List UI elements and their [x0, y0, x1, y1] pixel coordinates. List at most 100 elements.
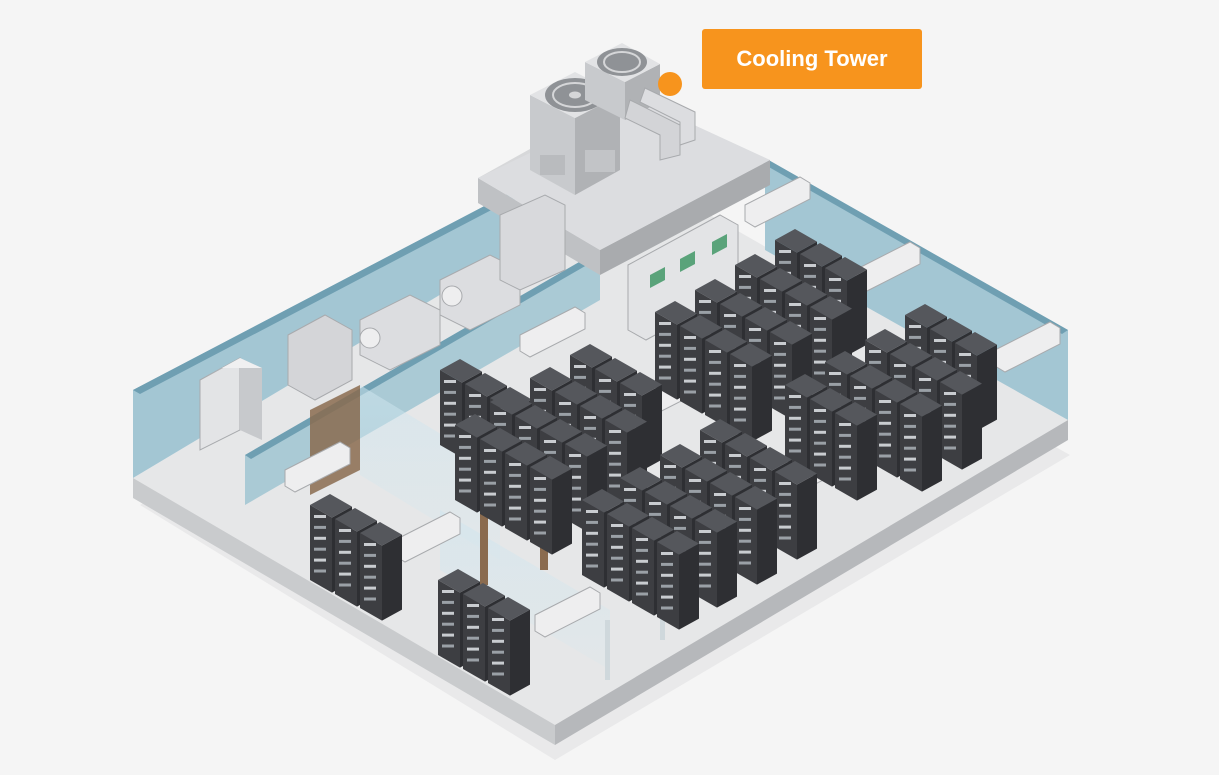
rack-slot	[661, 595, 673, 599]
rack-top	[760, 268, 802, 292]
rack-slot	[879, 410, 891, 414]
rack-side	[510, 609, 530, 696]
rack-slot	[586, 553, 598, 557]
rack-slot	[467, 625, 479, 629]
rack-top	[900, 393, 942, 417]
rack-slot	[659, 343, 671, 347]
rack-top	[580, 395, 622, 419]
rack-slot	[611, 578, 623, 582]
rack-top	[505, 442, 547, 466]
rack-slot	[734, 407, 746, 411]
rack-slot	[709, 360, 721, 364]
rack-slot	[709, 404, 721, 408]
rack-slot	[494, 422, 506, 426]
rack-slot	[534, 487, 546, 491]
rack-slot	[469, 404, 481, 408]
rack-slot	[739, 275, 751, 278]
cooling-tower[interactable]	[530, 43, 696, 195]
rack-slot	[659, 354, 671, 358]
rack-slot	[699, 300, 711, 303]
rack-slot	[649, 512, 661, 516]
rack-slot	[459, 478, 471, 482]
rack-slot	[814, 463, 826, 467]
rack-top	[770, 321, 812, 345]
rack-slot	[444, 412, 456, 416]
rack-slot	[569, 475, 581, 479]
rack-slot	[484, 470, 496, 474]
rack-slot	[754, 478, 766, 482]
rack-slot	[636, 581, 648, 585]
rack-top	[530, 367, 572, 391]
callout-dot[interactable]	[658, 72, 682, 96]
rack-top	[810, 296, 852, 320]
rack-slot	[704, 440, 716, 443]
rack-slot	[909, 335, 921, 339]
rack-slot	[689, 489, 701, 493]
rack-slot	[442, 600, 454, 604]
rack-slot	[839, 466, 851, 470]
rack-slot	[459, 435, 471, 438]
rack-slot	[339, 550, 351, 554]
server-rack-icon	[730, 343, 772, 442]
cooling-tower-label[interactable]: Cooling Tower	[702, 29, 922, 89]
rack-slot	[854, 396, 866, 400]
floor-side-left	[133, 478, 555, 745]
server-rack-icon	[657, 531, 699, 630]
rack-slot	[509, 517, 521, 521]
rack-slot	[661, 606, 673, 610]
rack-slot	[879, 400, 891, 403]
rack-slot	[442, 644, 454, 648]
rack-slot	[509, 473, 521, 477]
wall-back-left-top	[133, 190, 522, 394]
chiller-icon	[359, 294, 441, 371]
rack-top	[695, 509, 737, 533]
rack-slot	[509, 484, 521, 488]
rack-top	[735, 486, 777, 510]
rack-slot	[779, 260, 791, 264]
rack-slot	[444, 390, 456, 394]
rack-slot	[509, 506, 521, 510]
rack-side	[962, 383, 982, 470]
rack-slot	[534, 509, 546, 513]
rack-slot	[636, 538, 648, 541]
rack-slot	[636, 548, 648, 552]
rack-top	[438, 569, 480, 593]
rack-slot	[559, 412, 571, 416]
rack-slot	[789, 303, 801, 306]
rack-top	[645, 481, 687, 505]
rack-slot	[484, 459, 496, 463]
server-rack-icon	[488, 597, 530, 696]
rack-slot	[492, 628, 504, 632]
rack-slot	[659, 376, 671, 380]
rack-slot	[664, 465, 676, 468]
rack-top	[930, 318, 972, 342]
rack-slot	[779, 536, 791, 540]
rack-slot	[714, 493, 726, 496]
rack-top	[850, 365, 892, 389]
rack-slot	[534, 388, 546, 391]
rack-slot	[684, 357, 696, 361]
rack-top	[700, 419, 742, 443]
rack-slot	[904, 435, 916, 439]
rack-top	[775, 229, 817, 253]
rack-slot	[444, 434, 456, 438]
rack-slot	[609, 440, 621, 444]
rack-slot	[814, 409, 826, 412]
rack-slot	[444, 401, 456, 405]
rack-top	[680, 315, 722, 339]
rack-slot	[636, 559, 648, 563]
panel-display	[650, 267, 665, 288]
rack-slot	[699, 540, 711, 544]
rack-slot	[444, 380, 456, 383]
rack-slot	[779, 492, 791, 496]
rack-slot	[739, 550, 751, 554]
rack-slot	[879, 443, 891, 447]
rack-top	[657, 531, 699, 555]
pump-unit	[540, 155, 565, 175]
rack-top	[890, 343, 932, 367]
rack-slot	[611, 545, 623, 549]
rack-slot	[854, 386, 866, 389]
rack-slot	[749, 338, 761, 342]
rack-slot	[779, 250, 791, 253]
